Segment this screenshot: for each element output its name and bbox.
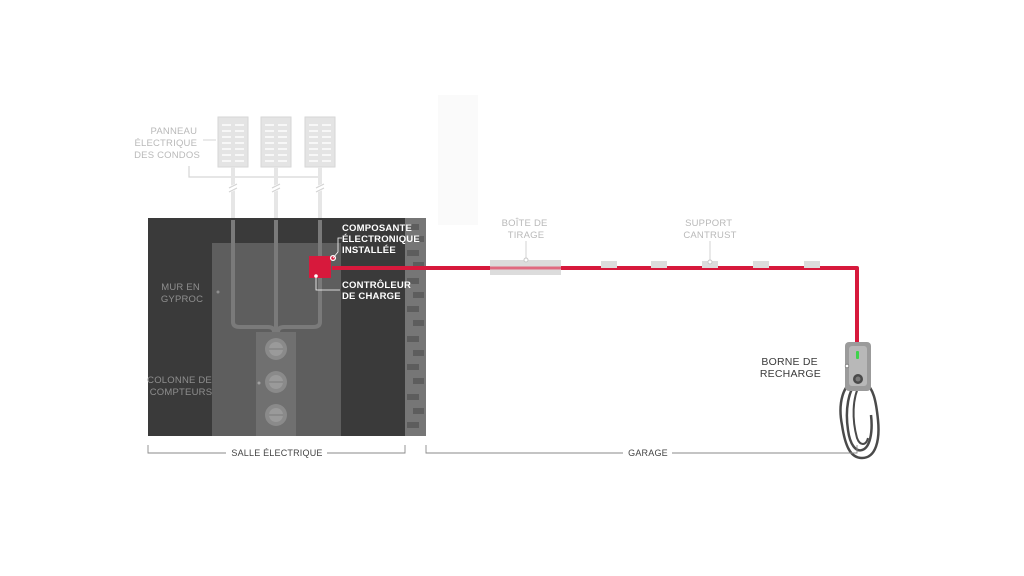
pull-box-marker <box>523 257 529 263</box>
charger-marker <box>844 363 850 369</box>
charger-label: BORNE DE RECHARGE <box>760 356 821 380</box>
electrical-panel-icon <box>217 116 249 168</box>
electric-meter-icon <box>265 371 287 393</box>
panel-label: PANNEAU ÉLECTRIQUE DES CONDOS <box>134 126 200 161</box>
charge-controller <box>309 256 331 278</box>
electric-meter-icon <box>265 338 287 360</box>
electric-meter-icon <box>265 404 287 426</box>
support-label: SUPPORT CANTRUST <box>683 218 736 241</box>
ev-charger-icon <box>839 342 880 460</box>
meter-column <box>256 332 296 436</box>
panel-bracket <box>188 166 320 178</box>
controller-label: CONTRÔLEUR DE CHARGE <box>342 279 414 302</box>
wire-break-marks <box>226 183 327 193</box>
charger-status-led <box>856 351 859 359</box>
wire-break-slashes <box>228 183 325 193</box>
component-label: COMPOSANTE ÉLECTRONIQUE INSTALLÉE <box>342 223 423 256</box>
feeder-wires-top <box>231 167 322 220</box>
support-marker <box>707 259 713 265</box>
component-leader <box>332 237 342 259</box>
pull-box-label: BOÎTE DE TIRAGE <box>502 218 551 241</box>
zone-label-electric-room: SALLE ÉLECTRIQUE <box>231 448 322 458</box>
condo-electrical-panels <box>188 116 336 178</box>
meter-label-dot <box>257 381 261 385</box>
electrical-panel-icon <box>304 116 336 168</box>
background-column <box>438 95 478 225</box>
brick-wall <box>405 218 426 436</box>
feeder-wires-room <box>231 220 322 338</box>
electrical-panel-icon <box>260 116 292 168</box>
controller-leader <box>315 276 340 291</box>
zone-label-garage: GARAGE <box>628 448 668 458</box>
meter-column-label: COLONNE DE COMPTEURS <box>147 375 215 398</box>
wall-label: MUR EN GYPROC <box>161 282 203 305</box>
zone-brackets <box>147 445 858 454</box>
wall-label-dot <box>216 290 220 294</box>
